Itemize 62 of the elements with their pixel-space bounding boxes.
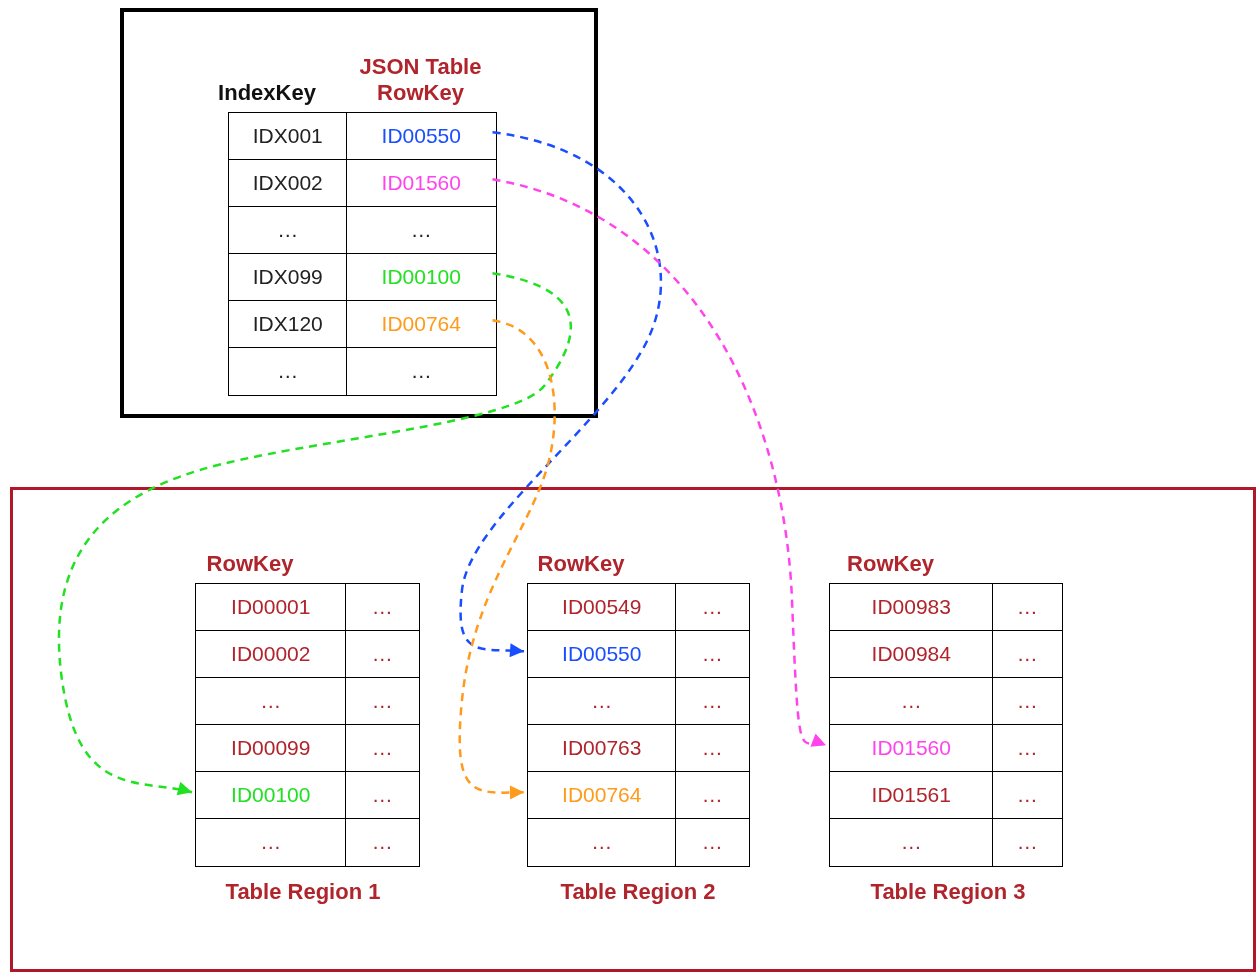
- table-cell: ID00002: [195, 630, 347, 679]
- table-cell: ID00763: [527, 724, 677, 773]
- table-cell: …: [346, 206, 497, 255]
- table-cell: ID00983: [829, 583, 994, 632]
- table-cell: …: [675, 818, 750, 867]
- frame: [10, 487, 1256, 972]
- table-cell: IDX099: [228, 253, 348, 302]
- table-cell: …: [195, 677, 347, 726]
- table-cell: ID00550: [527, 630, 677, 679]
- table-cell: ID01560: [346, 159, 497, 208]
- table-cell: …: [829, 677, 994, 726]
- table-cell: ID01560: [829, 724, 994, 773]
- dashed-arrow: [492, 178, 827, 749]
- table-cell: …: [345, 724, 420, 773]
- table-cell: ID01561: [829, 771, 994, 820]
- table-cell: …: [992, 724, 1063, 773]
- table-cell: …: [992, 818, 1063, 867]
- table-cell: …: [675, 677, 750, 726]
- column-header: IndexKey: [217, 80, 317, 106]
- table-cell: …: [345, 771, 420, 820]
- table-cell: ID00984: [829, 630, 994, 679]
- table-cell: …: [228, 347, 348, 396]
- table-cell: …: [346, 347, 497, 396]
- column-header: JSON Table RowKey: [358, 54, 483, 106]
- column-header: RowKey: [205, 551, 295, 577]
- dashed-arrow: [58, 272, 572, 797]
- table-cell: IDX120: [228, 300, 348, 349]
- dashed-arrow: [459, 131, 662, 658]
- table-cell: ID00100: [195, 771, 347, 820]
- table-cell: ID00001: [195, 583, 347, 632]
- table-cell: …: [992, 677, 1063, 726]
- frame: [120, 8, 598, 418]
- table-cell: …: [228, 206, 348, 255]
- table-cell: …: [345, 630, 420, 679]
- table-cell: ID00099: [195, 724, 347, 773]
- table-cell: …: [829, 818, 994, 867]
- table-cell: …: [675, 630, 750, 679]
- table-cell: …: [992, 630, 1063, 679]
- table-caption: Table Region 2: [559, 879, 717, 905]
- table-cell: …: [675, 771, 750, 820]
- table-caption: Table Region 3: [869, 879, 1027, 905]
- column-header: RowKey: [536, 551, 626, 577]
- table-cell: ID00549: [527, 583, 677, 632]
- table-cell: …: [527, 818, 677, 867]
- table-cell: …: [992, 583, 1063, 632]
- table-cell: …: [675, 583, 750, 632]
- table-cell: IDX002: [228, 159, 348, 208]
- table-cell: …: [195, 818, 347, 867]
- table-cell: ID00100: [346, 253, 497, 302]
- table-cell: IDX001: [228, 112, 348, 161]
- table-cell: ID00764: [527, 771, 677, 820]
- table-cell: ID00550: [346, 112, 497, 161]
- table-cell: …: [345, 583, 420, 632]
- column-header: RowKey: [846, 551, 935, 577]
- table-cell: …: [345, 677, 420, 726]
- dashed-arrow: [458, 319, 556, 800]
- table-cell: ID00764: [346, 300, 497, 349]
- table-cell: …: [345, 818, 420, 867]
- table-cell: …: [527, 677, 677, 726]
- table-cell: …: [675, 724, 750, 773]
- table-caption: Table Region 1: [224, 879, 382, 905]
- table-cell: …: [992, 771, 1063, 820]
